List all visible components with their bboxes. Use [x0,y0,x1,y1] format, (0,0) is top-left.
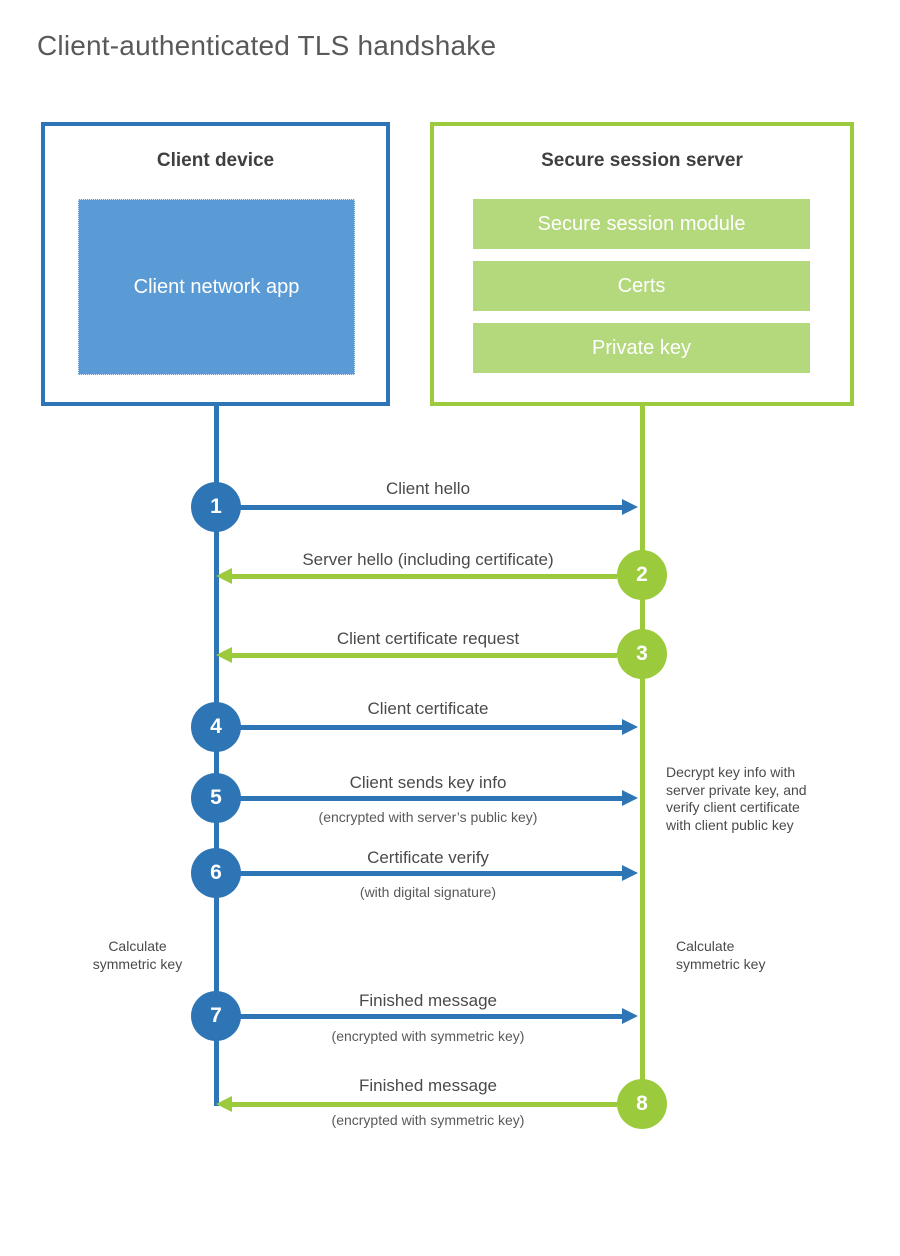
step-4-label: Client certificate [367,699,489,718]
step-5-label: Client sends key info [349,773,507,792]
step-3-badge: 3 [617,629,667,679]
page-title: Client-authenticated TLS handshake [37,30,497,61]
client-lifeline [214,406,219,1106]
step-7-label: Finished message [359,991,497,1010]
server-decrypt-note: Decrypt key info with server private key… [666,764,807,833]
client-network-app-label: Client network app [133,276,300,298]
server-module-private-key: Private key [473,323,810,373]
step-5-sublabel: (encrypted with server’s public key) [318,809,538,825]
step-7-badge: 7 [191,991,241,1041]
client-calculate-key-note: Calculate symmetric key [92,938,183,972]
server-lifeline [640,406,645,1106]
step-2-arrow-left [216,568,617,584]
server-calculate-key-note: Calculate symmetric key [676,938,766,972]
client-network-app-box: Client network app [78,199,355,375]
step-8-sublabel: (encrypted with symmetric key) [331,1112,525,1128]
secure-session-server-title: Secure session server [541,150,743,171]
step-6-badge: 6 [191,848,241,898]
step-6-label: Certificate verify [367,848,489,867]
server-module-certs: Certs [473,261,810,311]
step-7-arrow-right [238,1008,638,1024]
step-6-sublabel: (with digital signature) [359,884,497,900]
step-4-badge: 4 [191,702,241,752]
step-2-badge: 2 [617,550,667,600]
step-5-arrow-right [238,790,638,806]
step-4-arrow-right [238,719,638,735]
step-1-badge: 1 [191,482,241,532]
server-module-secure-session: Secure session module [473,199,810,249]
step-7-sublabel: (encrypted with symmetric key) [331,1028,525,1044]
step-6-arrow-right [238,865,638,881]
step-2-label: Server hello (including certificate) [302,550,554,569]
client-device-title: Client device [156,150,275,171]
step-1-arrow-right [238,499,638,515]
step-8-label: Finished message [359,1076,497,1095]
step-3-label: Client certificate request [336,629,520,648]
step-5-badge: 5 [191,773,241,823]
step-8-arrow-left [216,1096,617,1112]
step-8-badge: 8 [617,1079,667,1129]
step-1-label: Client hello [385,479,471,498]
step-3-arrow-left [216,647,617,663]
